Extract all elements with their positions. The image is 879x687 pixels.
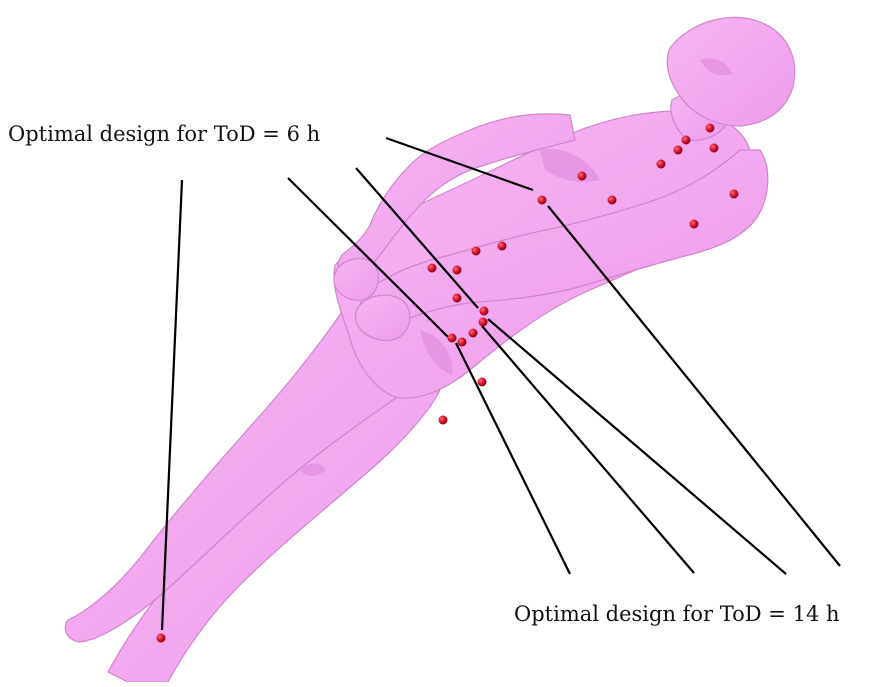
sensor-marker	[439, 416, 448, 425]
sensor-marker	[710, 144, 719, 153]
sensor-marker	[428, 264, 437, 273]
sensor-marker	[498, 242, 507, 251]
leader-line-14h-3	[482, 326, 694, 573]
sensor-marker	[674, 146, 683, 155]
sensor-marker	[682, 136, 691, 145]
sensor-marker	[469, 329, 478, 338]
sensor-marker	[730, 190, 739, 199]
sensor-marker	[608, 196, 617, 205]
sensor-marker	[458, 338, 467, 347]
sensor-marker	[480, 307, 489, 316]
sensor-marker	[478, 378, 487, 387]
hand-left	[334, 259, 379, 301]
sensor-marker	[538, 196, 547, 205]
leader-line-14h-4	[456, 343, 570, 574]
annotation-tod-14h: Optimal design for ToD = 14 h	[514, 604, 840, 625]
sensor-marker	[453, 266, 462, 275]
sensor-marker	[472, 247, 481, 256]
sensor-marker	[479, 318, 488, 327]
leader-line-14h-2	[488, 319, 786, 574]
sensor-marker	[578, 172, 587, 181]
sensor-marker	[690, 220, 699, 229]
sensor-marker	[157, 634, 166, 643]
leader-line-14h-1	[548, 206, 840, 566]
sensor-marker	[448, 334, 457, 343]
sensor-marker	[706, 124, 715, 133]
annotation-tod-6h: Optimal design for ToD = 6 h	[8, 124, 320, 145]
sensor-marker	[453, 294, 462, 303]
sensor-marker	[657, 160, 666, 169]
